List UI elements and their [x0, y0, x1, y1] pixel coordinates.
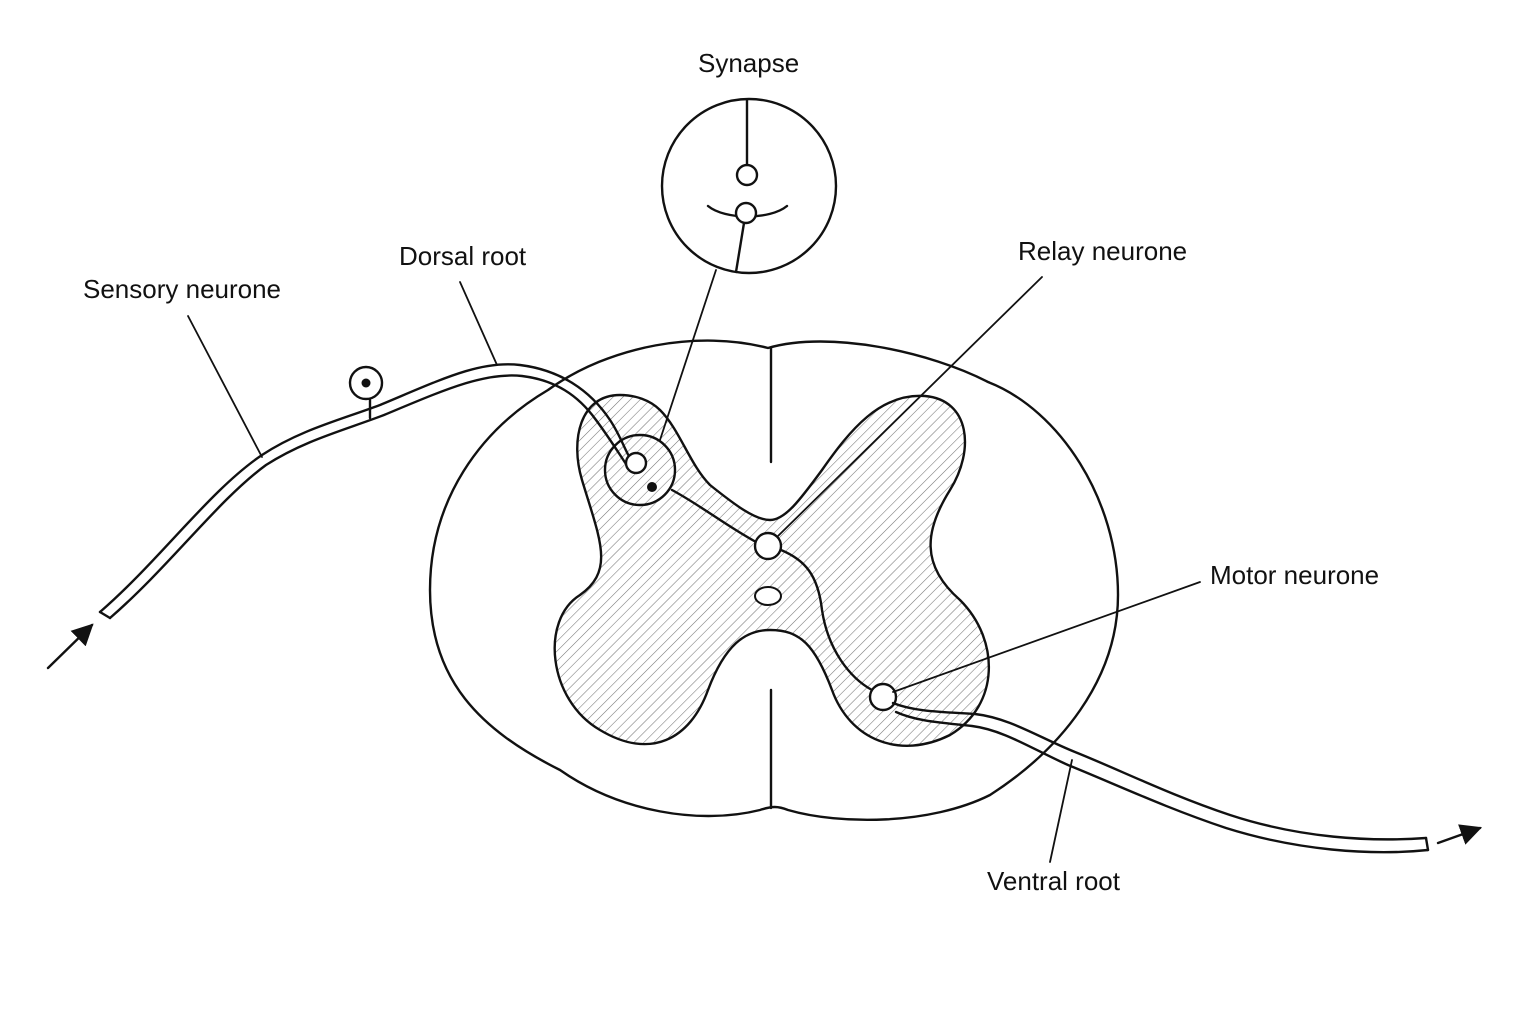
- motor-neurone-cell-body: [868, 682, 898, 712]
- sensory-terminal: [624, 451, 648, 475]
- relay-neurone-leader-line: [777, 276, 1043, 537]
- motor-neurone-fibre: [891, 701, 1428, 841]
- motor-neurone-leader-line: [892, 581, 1201, 693]
- relay-neurone-cell-body: [753, 531, 783, 561]
- synapse-dot: [647, 482, 657, 492]
- ventral-root-leader-line: [1049, 759, 1073, 863]
- sensory-neurone-label: Sensory neurone: [83, 274, 282, 304]
- synapse-label: Synapse: [698, 48, 800, 78]
- sensory-neurone-fibre: [98, 363, 632, 614]
- grey-matter: [553, 393, 990, 747]
- synapse-inset-postsynaptic-knob: [734, 201, 758, 225]
- synapse-region: [603, 433, 677, 507]
- relay-neurone-fibre: [670, 488, 758, 544]
- sensory-neurone-leader-line: [187, 315, 263, 458]
- motor-neurone-label: Motor neurone: [1210, 560, 1380, 590]
- sensory-neurone-fibre-inner: [108, 374, 628, 620]
- relay-to-motor-fibre: [779, 548, 874, 692]
- motor-neurone-fibre-end: [1424, 836, 1430, 852]
- sensory-neurone-fibre-end: [98, 610, 112, 620]
- relay-neurone-label: Relay neurone: [1018, 236, 1188, 266]
- dorsal-root-label: Dorsal root: [399, 241, 527, 271]
- synapse-inset-postsynaptic-axon: [734, 221, 746, 274]
- output-arrow: [1436, 824, 1483, 845]
- ganglion-nucleus: [361, 378, 371, 388]
- spinal-cord-outline: [428, 339, 1120, 822]
- synapse-inset-presynaptic-knob: [735, 163, 759, 187]
- dorsal-root-leader-line: [459, 281, 498, 366]
- central-canal: [754, 586, 782, 606]
- motor-neurone-fibre-inner: [894, 710, 1430, 854]
- ventral-root-label: Ventral root: [987, 866, 1120, 896]
- synapse-leader-line: [659, 269, 717, 441]
- input-arrow: [46, 623, 94, 670]
